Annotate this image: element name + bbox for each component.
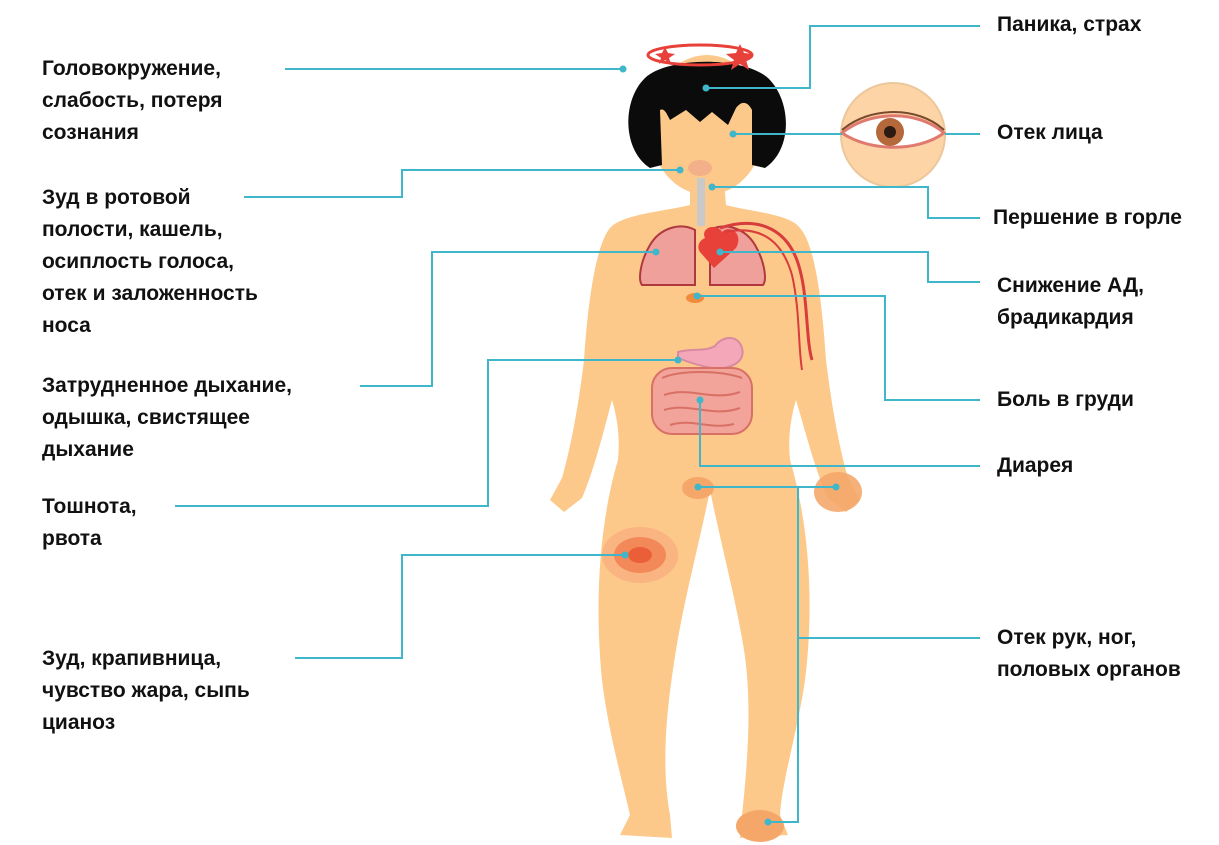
label-panic: Паника, страх (997, 9, 1141, 41)
label-line: Затрудненное дыхание, (42, 370, 292, 402)
label-line: Головокружение, (42, 53, 223, 85)
label-diarrhea: Диарея (997, 450, 1073, 482)
label-line: Отек лица (997, 117, 1103, 149)
label-blood-pressure: Снижение АД, брадикардия (997, 270, 1144, 334)
label-line: Диарея (997, 450, 1073, 482)
label-line: Отек рук, ног, (997, 622, 1181, 654)
label-line: рвота (42, 523, 137, 555)
label-breathing: Затрудненное дыхание, одышка, свистящее … (42, 370, 292, 466)
label-line: Снижение АД, (997, 270, 1144, 302)
label-line: одышка, свистящее (42, 402, 292, 434)
label-nausea: Тошнота, рвота (42, 491, 137, 555)
label-line: Боль в груди (997, 384, 1134, 416)
label-face-swelling: Отек лица (997, 117, 1103, 149)
label-skin: Зуд, крапивница, чувство жара, сыпь циан… (42, 643, 250, 739)
label-line: Зуд в ротовой (42, 182, 258, 214)
label-line: полости, кашель, (42, 214, 258, 246)
label-line: сознания (42, 117, 223, 149)
label-edema: Отек рук, ног, половых органов (997, 622, 1181, 686)
label-line: носа (42, 310, 258, 342)
hand-swelling-spot (814, 472, 862, 512)
swollen-eye-icon (841, 83, 945, 187)
label-line: половых органов (997, 654, 1181, 686)
label-line: осиплость голоса, (42, 246, 258, 278)
label-throat: Першение в горле (993, 202, 1182, 234)
label-line: Паника, страх (997, 9, 1141, 41)
label-line: Зуд, крапивница, (42, 643, 250, 675)
body-silhouette (550, 55, 860, 838)
label-line: дыхание (42, 434, 292, 466)
label-dizziness: Головокружение, слабость, потеря сознани… (42, 53, 223, 149)
label-line: чувство жара, сыпь (42, 675, 250, 707)
label-chest-pain: Боль в груди (997, 384, 1134, 416)
label-line: слабость, потеря (42, 85, 223, 117)
label-line: отек и заложенность (42, 278, 258, 310)
label-line: цианоз (42, 707, 250, 739)
label-mouth-itch: Зуд в ротовой полости, кашель, осиплость… (42, 182, 258, 342)
label-line: Першение в горле (993, 202, 1182, 234)
foot-swelling-spot (736, 810, 784, 842)
label-line: брадикардия (997, 302, 1144, 334)
label-line: Тошнота, (42, 491, 137, 523)
